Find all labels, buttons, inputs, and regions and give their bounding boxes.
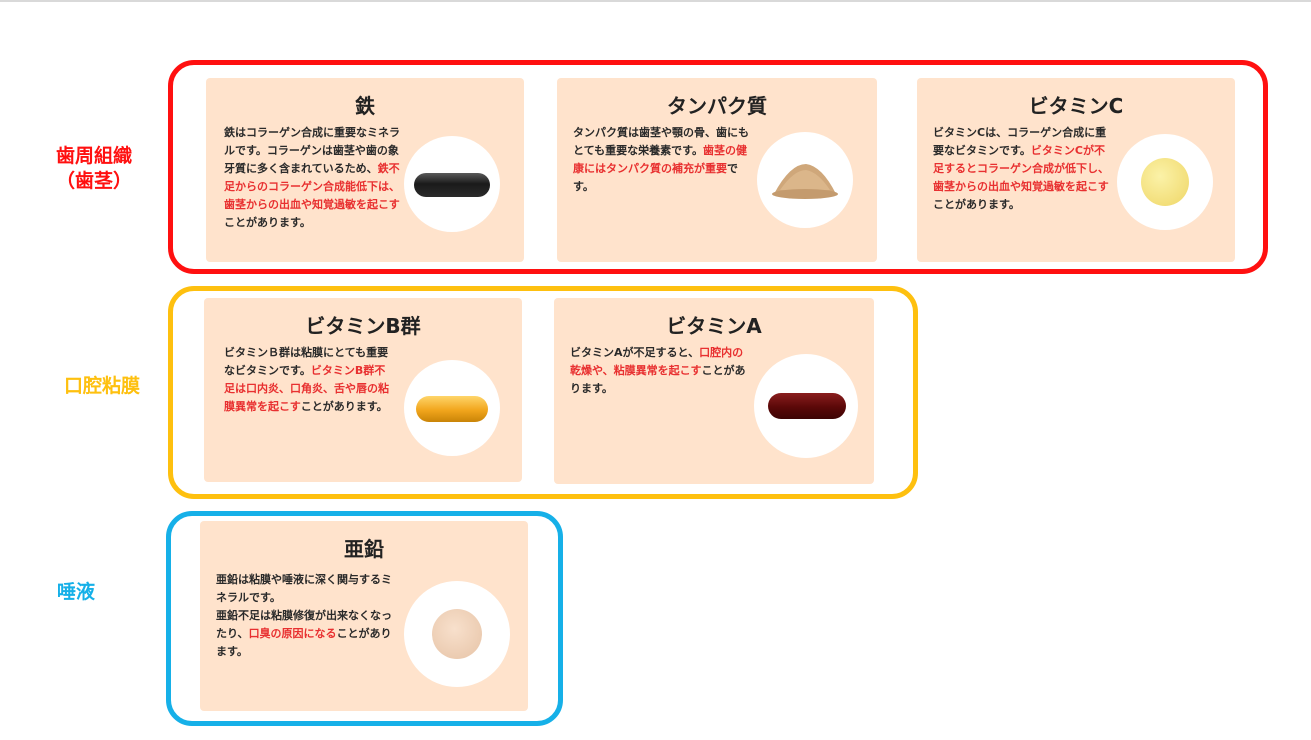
gum-tissue-label: 歯周組織 （歯茎） <box>55 145 132 192</box>
body-text: 鉄はコラーゲン合成に重要なミネラルです。コラーゲンは歯茎や歯の象牙質に多く含まれ… <box>224 126 400 175</box>
softgel-image-circle <box>754 354 858 458</box>
orange-capsule-icon <box>416 396 488 422</box>
body-text: ことがあります。 <box>224 216 311 229</box>
maroon-softgel-icon <box>768 393 846 419</box>
card-description: 鉄はコラーゲン合成に重要なミネラルです。コラーゲンは歯茎や歯の象牙質に多く含まれ… <box>224 124 402 232</box>
saliva-group-frame <box>166 511 563 726</box>
body-text: ことがあります。 <box>570 364 746 395</box>
vitamin-a-card: ビタミンA ビタミンAが不足すると、口腔内の乾燥や、粘膜異常を起こすことがありま… <box>554 298 874 484</box>
body-text: です。 <box>573 162 738 193</box>
oral-mucosa-label: 口腔粘膜 <box>63 375 140 397</box>
card-title: 鉄 <box>355 94 375 118</box>
body-text: ビタミンＢ群は粘膜にとても重要なビタミンです。 <box>224 346 389 377</box>
body-text: ことがあります。 <box>216 627 392 658</box>
body-text: タンパク質は歯茎や顎の骨、歯にもとても重要な栄養素です。 <box>573 126 749 157</box>
oral-mucosa-group-frame <box>168 286 918 499</box>
protein-card: タンパク質 タンパク質は歯茎や顎の骨、歯にもとても重要な栄養素です。歯茎の健康に… <box>557 78 877 262</box>
card-title: 亜鉛 <box>344 537 384 561</box>
top-divider <box>0 0 1311 2</box>
card-title: タンパク質 <box>667 94 767 118</box>
iron-card: 鉄 鉄はコラーゲン合成に重要なミネラルです。コラーゲンは歯茎や歯の象牙質に多く含… <box>206 78 524 262</box>
black-capsule-icon <box>414 173 490 197</box>
highlighted-text: 歯茎の健康にはタンパク質の補充が重要 <box>573 144 748 175</box>
body-text: ビタミンCは、コラーゲン合成に重要なビタミンです。 <box>933 126 1107 157</box>
vitamin-b-card: ビタミンB群 ビタミンＢ群は粘膜にとても重要なビタミンです。ビタミンB群不足は口… <box>204 298 522 482</box>
gum-tissue-group-frame <box>168 60 1268 274</box>
highlighted-text: 口腔内の乾燥や、粘膜異常を起こす <box>570 346 744 377</box>
highlighted-text: ビタミンB群不足は口内炎、口角炎、舌や唇の粘膜異常を起こす <box>224 364 389 413</box>
card-description: ビタミンＢ群は粘膜にとても重要なビタミンです。ビタミンB群不足は口内炎、口角炎、… <box>224 344 396 416</box>
capsule-image-circle <box>404 360 500 456</box>
body-text: 亜鉛は粘膜や唾液に深く関与するミネラルです。 亜鉛不足は粘膜修復が出来なくなった… <box>216 573 392 640</box>
card-description: 亜鉛は粘膜や唾液に深く関与するミネラルです。 亜鉛不足は粘膜修復が出来なくなった… <box>216 571 396 661</box>
vitamin-c-card: ビタミンC ビタミンCは、コラーゲン合成に重要なビタミンです。ビタミンCが不足す… <box>917 78 1235 262</box>
zinc-tablet-icon <box>432 609 482 659</box>
highlighted-text: 鉄不足からのコラーゲン合成能低下は、歯茎からの出血や知覚過敏を起こす <box>224 162 400 211</box>
card-title: ビタミンC <box>1028 94 1124 118</box>
card-description: ビタミンAが不足すると、口腔内の乾燥や、粘膜異常を起こすことがあります。 <box>570 344 750 398</box>
card-title: ビタミンB群 <box>305 314 421 338</box>
highlighted-text: ビタミンCが不足するとコラーゲン合成が低下し、歯茎からの出血や知覚過敏を起こす <box>933 144 1109 193</box>
card-description: ビタミンCは、コラーゲン合成に重要なビタミンです。ビタミンCが不足するとコラーゲ… <box>933 124 1113 214</box>
body-text: ビタミンAが不足すると、 <box>570 346 700 359</box>
tablet-image-circle <box>1117 134 1213 230</box>
powder-image-circle <box>757 132 853 228</box>
highlighted-text: 口臭の原因になる <box>248 627 337 640</box>
card-title: ビタミンA <box>666 314 762 338</box>
tablet-image-circle <box>404 581 510 687</box>
yellow-tablet-icon <box>1141 158 1189 206</box>
body-text: ことがあります。 <box>300 400 388 413</box>
capsule-image-circle <box>404 136 500 232</box>
saliva-label: 唾液 <box>56 581 95 603</box>
card-description: タンパク質は歯茎や顎の骨、歯にもとても重要な栄養素です。歯茎の健康にはタンパク質… <box>573 124 753 196</box>
body-text: ことがあります。 <box>933 198 1020 211</box>
protein-powder-icon <box>772 164 838 199</box>
zinc-card: 亜鉛 亜鉛は粘膜や唾液に深く関与するミネラルです。 亜鉛不足は粘膜修復が出来なく… <box>200 521 528 711</box>
